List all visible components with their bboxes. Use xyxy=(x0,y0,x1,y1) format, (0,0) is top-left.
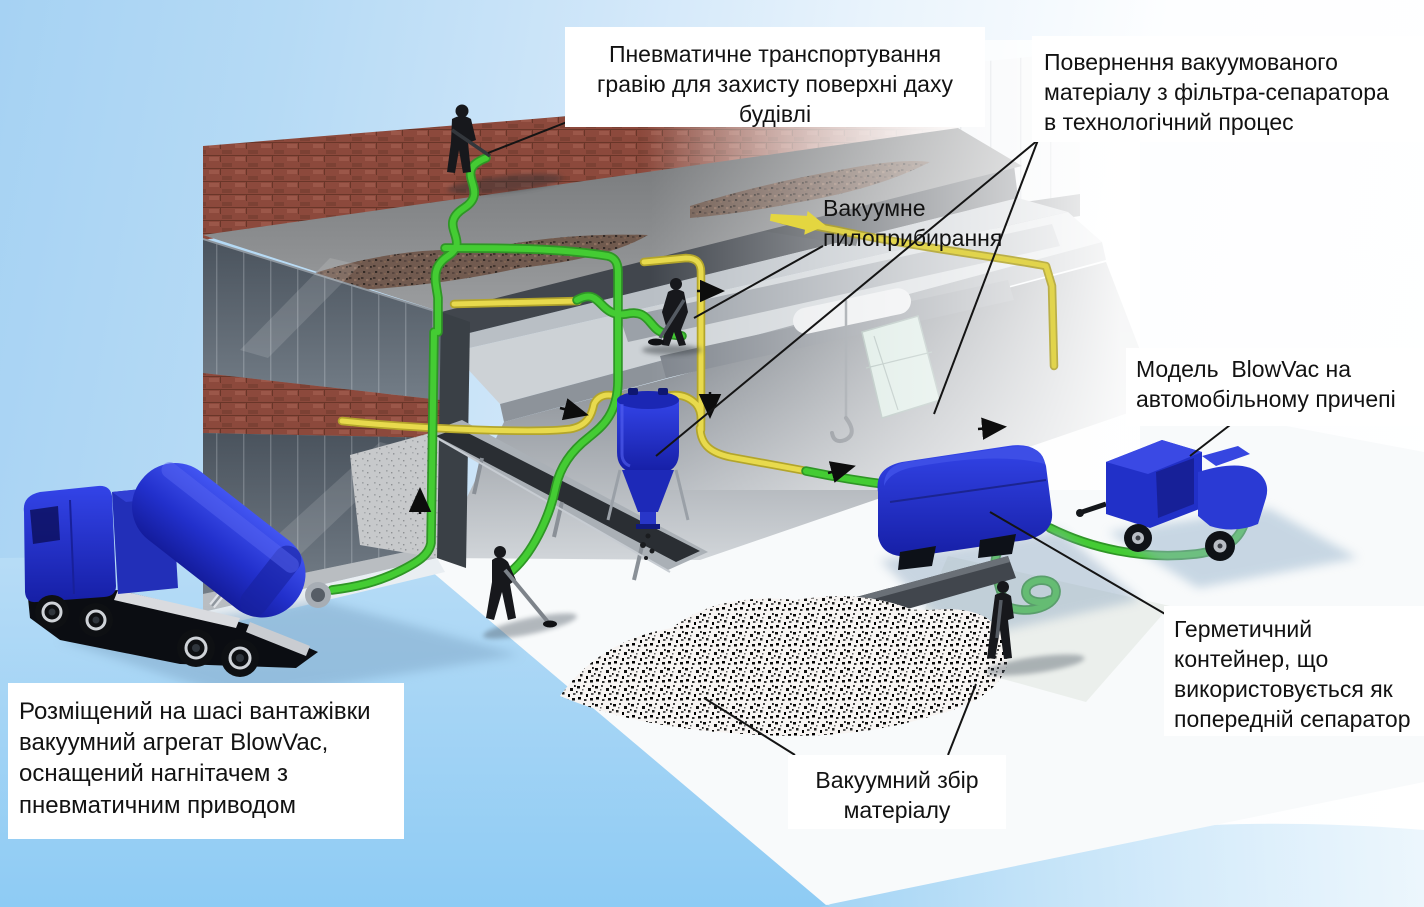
worker-roof xyxy=(447,104,491,173)
label-roof-transport: Пневматичне транспортування гравію для з… xyxy=(565,27,985,127)
label-vacuum-cleaning: Вакуумне пилоприбирання xyxy=(823,195,1003,251)
truck-wheels xyxy=(35,595,259,677)
label-hermetic-container: Герметичний контейнер, що використовуєть… xyxy=(1164,606,1424,736)
tipped-tank xyxy=(132,462,306,618)
leader-lines xyxy=(487,121,1253,756)
flow-arrow-right-icon xyxy=(827,461,856,483)
cyclone-separator xyxy=(606,388,690,560)
label-filter-return: Повернення вакуумованого матеріалу з філ… xyxy=(1032,36,1424,142)
building-wall xyxy=(203,238,470,628)
flow-arrows xyxy=(408,210,1007,514)
trailer-wheels xyxy=(1124,524,1235,561)
material-piles xyxy=(560,556,1016,736)
leader-pile-right xyxy=(947,683,977,756)
leader-pile-left xyxy=(703,697,796,756)
worker-mezzanine xyxy=(642,278,702,355)
leader-cleaning xyxy=(693,245,824,319)
worker-floor xyxy=(483,546,577,639)
blowvac-trailer xyxy=(1076,440,1358,588)
workers xyxy=(447,104,1085,676)
leader-roof xyxy=(487,121,568,154)
label-trailer-model: Модель BlowVac на автомобільному причепі xyxy=(1126,348,1424,426)
gravel-pile-main xyxy=(560,596,1008,736)
flow-arrow-yellow-icon xyxy=(769,210,826,235)
leader-process xyxy=(933,139,1039,415)
flow-arrow-right-icon xyxy=(559,398,589,421)
label-truck-unit: Розміщений на шасі вантажівки вакуумний … xyxy=(8,683,404,839)
flow-arrow-right-icon xyxy=(977,417,1007,440)
worker-right xyxy=(985,581,1085,676)
blowvac-truck xyxy=(23,462,520,700)
leader-cyclone xyxy=(655,139,1039,457)
leader-container xyxy=(989,511,1173,619)
label-vacuum-collection: Вакуумний збір матеріалу xyxy=(788,755,1006,829)
